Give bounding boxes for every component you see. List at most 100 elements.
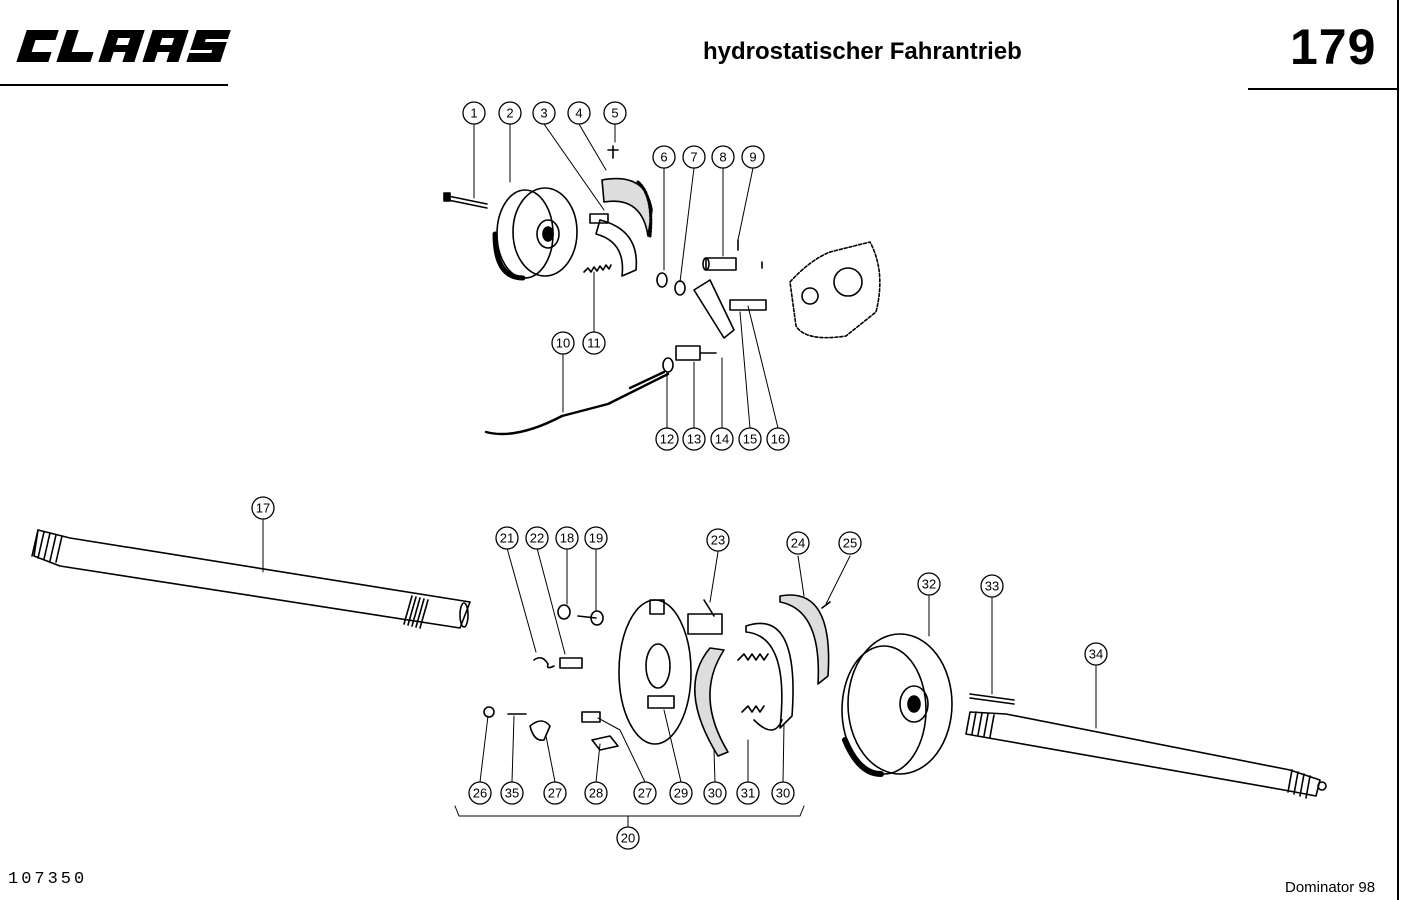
part-nut-18 [557,604,571,620]
part-pin [443,192,488,209]
callout-8: 8 [711,145,735,169]
svg-text:19: 19 [589,531,603,546]
svg-text:23: 23 [711,533,725,548]
svg-text:6: 6 [660,150,667,165]
callout-9: 9 [741,145,765,169]
header-rule-left [0,84,228,86]
part-nut-26 [483,706,495,718]
callout-27a: 27 [543,781,567,805]
svg-text:32: 32 [922,577,936,592]
svg-text:4: 4 [575,106,582,121]
header-rule-right [1248,88,1398,90]
callout-18: 18 [555,526,579,550]
part-axle-shaft-right [965,711,1327,799]
callout-22: 22 [525,526,549,550]
svg-text:28: 28 [589,786,603,801]
svg-text:14: 14 [715,432,729,447]
svg-text:10: 10 [556,336,570,351]
part-washer [674,280,686,296]
callout-3: 3 [532,101,556,125]
svg-text:2: 2 [506,106,513,121]
svg-text:31: 31 [741,786,755,801]
part-key-pin [969,693,1015,705]
callout-11: 11 [582,331,606,355]
part-brake-shoe [589,213,638,277]
svg-text:27: 27 [548,786,562,801]
callout-16: 16 [766,427,790,451]
part-screw [737,239,763,269]
part-axle-shaft-left [31,529,471,629]
svg-text:21: 21 [500,531,514,546]
part-brake-drum [492,187,578,281]
page-number: 179 [1290,19,1377,75]
callout-25: 25 [838,531,862,555]
callout-29: 29 [669,781,693,805]
callout-32: 32 [917,572,941,596]
part-clip-27a [529,720,551,742]
leader-lines [262,123,1097,827]
svg-text:1: 1 [470,106,477,121]
svg-text:7: 7 [690,150,697,165]
callout-35: 35 [500,781,524,805]
callout-5: 5 [603,101,627,125]
callout-34: 34 [1084,642,1108,666]
part-bolt-19 [577,610,604,626]
part-nut [656,272,668,288]
part-brake-shoes [694,622,794,757]
callout-17: 17 [251,496,275,520]
part-housing [789,241,881,339]
svg-text:29: 29 [674,786,688,801]
part-bolt [702,257,737,271]
callout-19: 19 [584,526,608,550]
svg-text:20: 20 [621,831,635,846]
part-clip-27b [581,711,601,723]
svg-text:5: 5 [611,106,618,121]
part-shaft-pin [729,299,767,311]
page-border-right [1397,0,1399,900]
svg-text:34: 34 [1089,647,1103,662]
svg-text:15: 15 [743,432,757,447]
svg-text:24: 24 [791,536,805,551]
part-lining-rivet [821,601,831,609]
machine-model: Dominator 98 [1285,879,1376,896]
svg-text:9: 9 [749,150,756,165]
svg-text:30: 30 [776,786,790,801]
part-rivet [607,145,619,159]
svg-text:8: 8 [719,150,726,165]
callout-27b: 27 [633,781,657,805]
part-spring [583,264,612,273]
callout-30a: 30 [703,781,727,805]
svg-text:22: 22 [530,531,544,546]
part-bracket-28 [591,735,619,751]
svg-text:17: 17 [256,501,270,516]
callout-21: 21 [495,526,519,550]
svg-text:12: 12 [660,432,674,447]
part-shoe-lining [779,594,830,685]
callout-15: 15 [738,427,762,451]
callout-1: 1 [462,101,486,125]
svg-text:33: 33 [985,579,999,594]
part-brake-lever [693,279,735,339]
callout-31: 31 [736,781,760,805]
callout-2: 2 [498,101,522,125]
callout-24: 24 [786,531,810,555]
callout-6: 6 [652,145,676,169]
svg-text:3: 3 [540,106,547,121]
svg-text:26: 26 [473,786,487,801]
callout-14: 14 [710,427,734,451]
callout-33: 33 [980,574,1004,598]
svg-text:16: 16 [771,432,785,447]
callout-26: 26 [468,781,492,805]
part-brake-backplate [618,599,692,745]
callout-28: 28 [584,781,608,805]
part-cable-end [662,345,717,373]
callout-20: 20 [616,826,640,850]
part-brake-drum-lower [841,633,953,777]
callout-4: 4 [567,101,591,125]
part-return-spring [533,656,555,669]
svg-text:35: 35 [505,786,519,801]
callout-10: 10 [551,331,575,355]
callout-23: 23 [706,528,730,552]
document-number: 107350 [8,870,88,889]
page-title: hydrostatischer Fahrantrieb [703,38,1022,65]
